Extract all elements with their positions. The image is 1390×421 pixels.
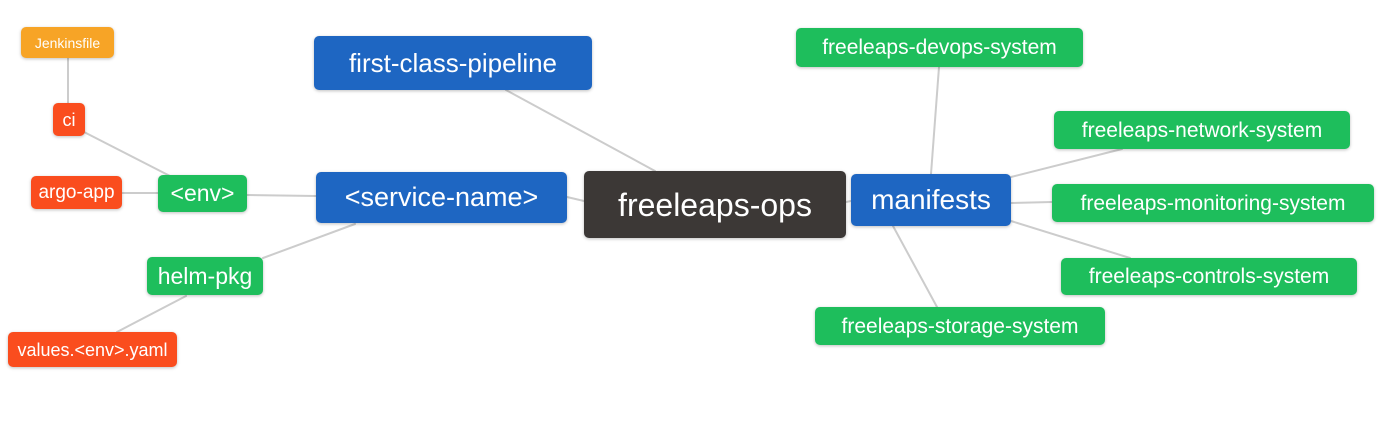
edge-service-name-to-freeleaps-ops [566, 196, 585, 202]
node-service-name[interactable]: <service-name> [316, 172, 567, 223]
edge-env-to-service-name [246, 194, 317, 197]
edge-service-name-to-helm-pkg [262, 223, 356, 259]
edge-manifests-to-freeleaps-controls-system [1010, 220, 1131, 259]
node-freeleaps-storage-system[interactable]: freeleaps-storage-system [815, 307, 1105, 345]
node-freeleaps-network-system[interactable]: freeleaps-network-system [1054, 111, 1350, 149]
node-freeleaps-controls-system[interactable]: freeleaps-controls-system [1061, 258, 1357, 295]
node-freeleaps-devops-system[interactable]: freeleaps-devops-system [796, 28, 1083, 67]
edge-first-class-pipeline-to-freeleaps-ops [505, 89, 656, 172]
node-manifests[interactable]: manifests [851, 174, 1011, 226]
edge-manifests-to-freeleaps-network-system [1010, 148, 1123, 178]
edge-freeleaps-devops-system-to-manifests [930, 66, 940, 175]
edge-values-env-yaml-to-helm-pkg [116, 295, 187, 333]
node-first-class-pipeline[interactable]: first-class-pipeline [314, 36, 592, 90]
node-argo-app[interactable]: argo-app [31, 176, 122, 209]
node-env[interactable]: <env> [158, 175, 247, 212]
edge-manifests-to-freeleaps-storage-system [892, 225, 938, 308]
node-ci[interactable]: ci [53, 103, 85, 136]
node-helm-pkg[interactable]: helm-pkg [147, 257, 263, 295]
node-freeleaps-ops[interactable]: freeleaps-ops [584, 171, 846, 238]
edge-manifests-to-freeleaps-monitoring-system [1010, 201, 1053, 204]
edge-ci-to-env [83, 131, 171, 177]
node-jenkinsfile[interactable]: Jenkinsfile [21, 27, 114, 58]
node-freeleaps-monitoring-system[interactable]: freeleaps-monitoring-system [1052, 184, 1374, 222]
node-values-env-yaml[interactable]: values.<env>.yaml [8, 332, 177, 367]
